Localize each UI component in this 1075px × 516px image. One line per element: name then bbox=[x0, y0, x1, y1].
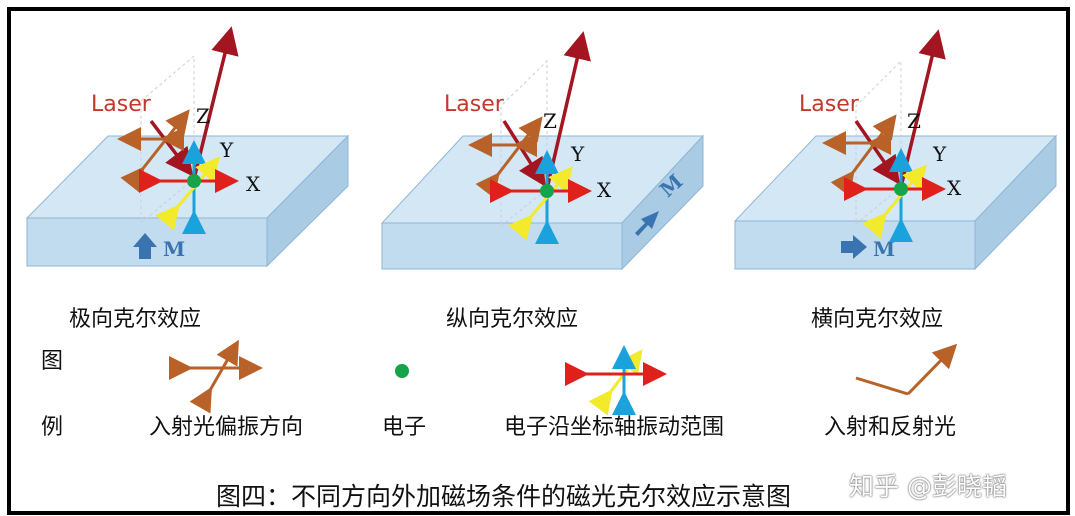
polarization-d bbox=[830, 114, 897, 197]
laser-label: Laser bbox=[91, 92, 152, 117]
magnetization-label: M bbox=[163, 237, 185, 261]
electron-dot-icon bbox=[395, 364, 409, 378]
polarization-d bbox=[475, 116, 543, 199]
panel-longitudinal: M Laser Z Y X bbox=[380, 31, 705, 271]
slab-side bbox=[266, 134, 349, 268]
legend-item-light: 入射和反射光 bbox=[824, 415, 957, 440]
magnetization-arrow-icon bbox=[133, 233, 157, 259]
axis-y-label: Y bbox=[219, 138, 234, 162]
laser-label: Laser bbox=[799, 92, 860, 117]
effect-label-polar: 极向克尔效应 bbox=[69, 307, 202, 332]
axis-x-label: X bbox=[947, 176, 962, 200]
polarization-arrows-icon bbox=[169, 339, 263, 414]
axis-x-label: X bbox=[246, 172, 261, 196]
slab-front bbox=[381, 222, 623, 270]
effect-label-longitudinal: 纵向克尔效应 bbox=[446, 307, 579, 332]
electron bbox=[894, 182, 908, 196]
slab-side bbox=[974, 134, 1057, 271]
magnetization-arrow-icon bbox=[635, 211, 659, 236]
panel-transverse: M Laser Z Y X bbox=[733, 29, 1058, 271]
plane-of-incidence bbox=[500, 59, 548, 228]
axis-z-label: Z bbox=[907, 109, 921, 133]
incident-reflected-icon bbox=[855, 343, 958, 396]
axis-oscillation-icon bbox=[565, 345, 667, 416]
polarization-d bbox=[120, 109, 190, 193]
legend-item-electron: 电子 bbox=[382, 415, 427, 440]
axis-z-label: Z bbox=[196, 104, 210, 128]
panel-polar: M Laser Z Y X bbox=[25, 26, 350, 268]
legend-title-top: 图 bbox=[41, 349, 64, 374]
electron bbox=[187, 174, 201, 188]
legend-item-polarization: 入射光偏振方向 bbox=[149, 415, 304, 440]
legend-title-bottom: 例 bbox=[41, 415, 64, 440]
watermark: 知乎 @彭晓韬 bbox=[849, 472, 1007, 501]
axis-y-label: Y bbox=[932, 142, 947, 166]
legend-item-oscillation: 电子沿坐标轴振动范围 bbox=[504, 415, 725, 440]
axis-y-label: Y bbox=[570, 142, 585, 166]
figure-caption: 图四：不同方向外加磁场条件的磁光克尔效应示意图 bbox=[216, 482, 792, 511]
slab-side bbox=[621, 134, 704, 271]
figure-frame: M Laser Z Y X M Laser bbox=[7, 7, 1070, 515]
magnetization-label: M bbox=[873, 237, 895, 261]
axis-x-label: X bbox=[597, 178, 612, 202]
effect-label-transverse: 横向克尔效应 bbox=[811, 307, 944, 332]
axis-z-label: Z bbox=[543, 109, 557, 133]
magnetization-arrow-icon bbox=[841, 235, 867, 259]
laser-label: Laser bbox=[444, 92, 505, 117]
kerr-effect-diagram: M Laser Z Y X M Laser bbox=[25, 26, 1058, 416]
electron bbox=[540, 184, 554, 198]
